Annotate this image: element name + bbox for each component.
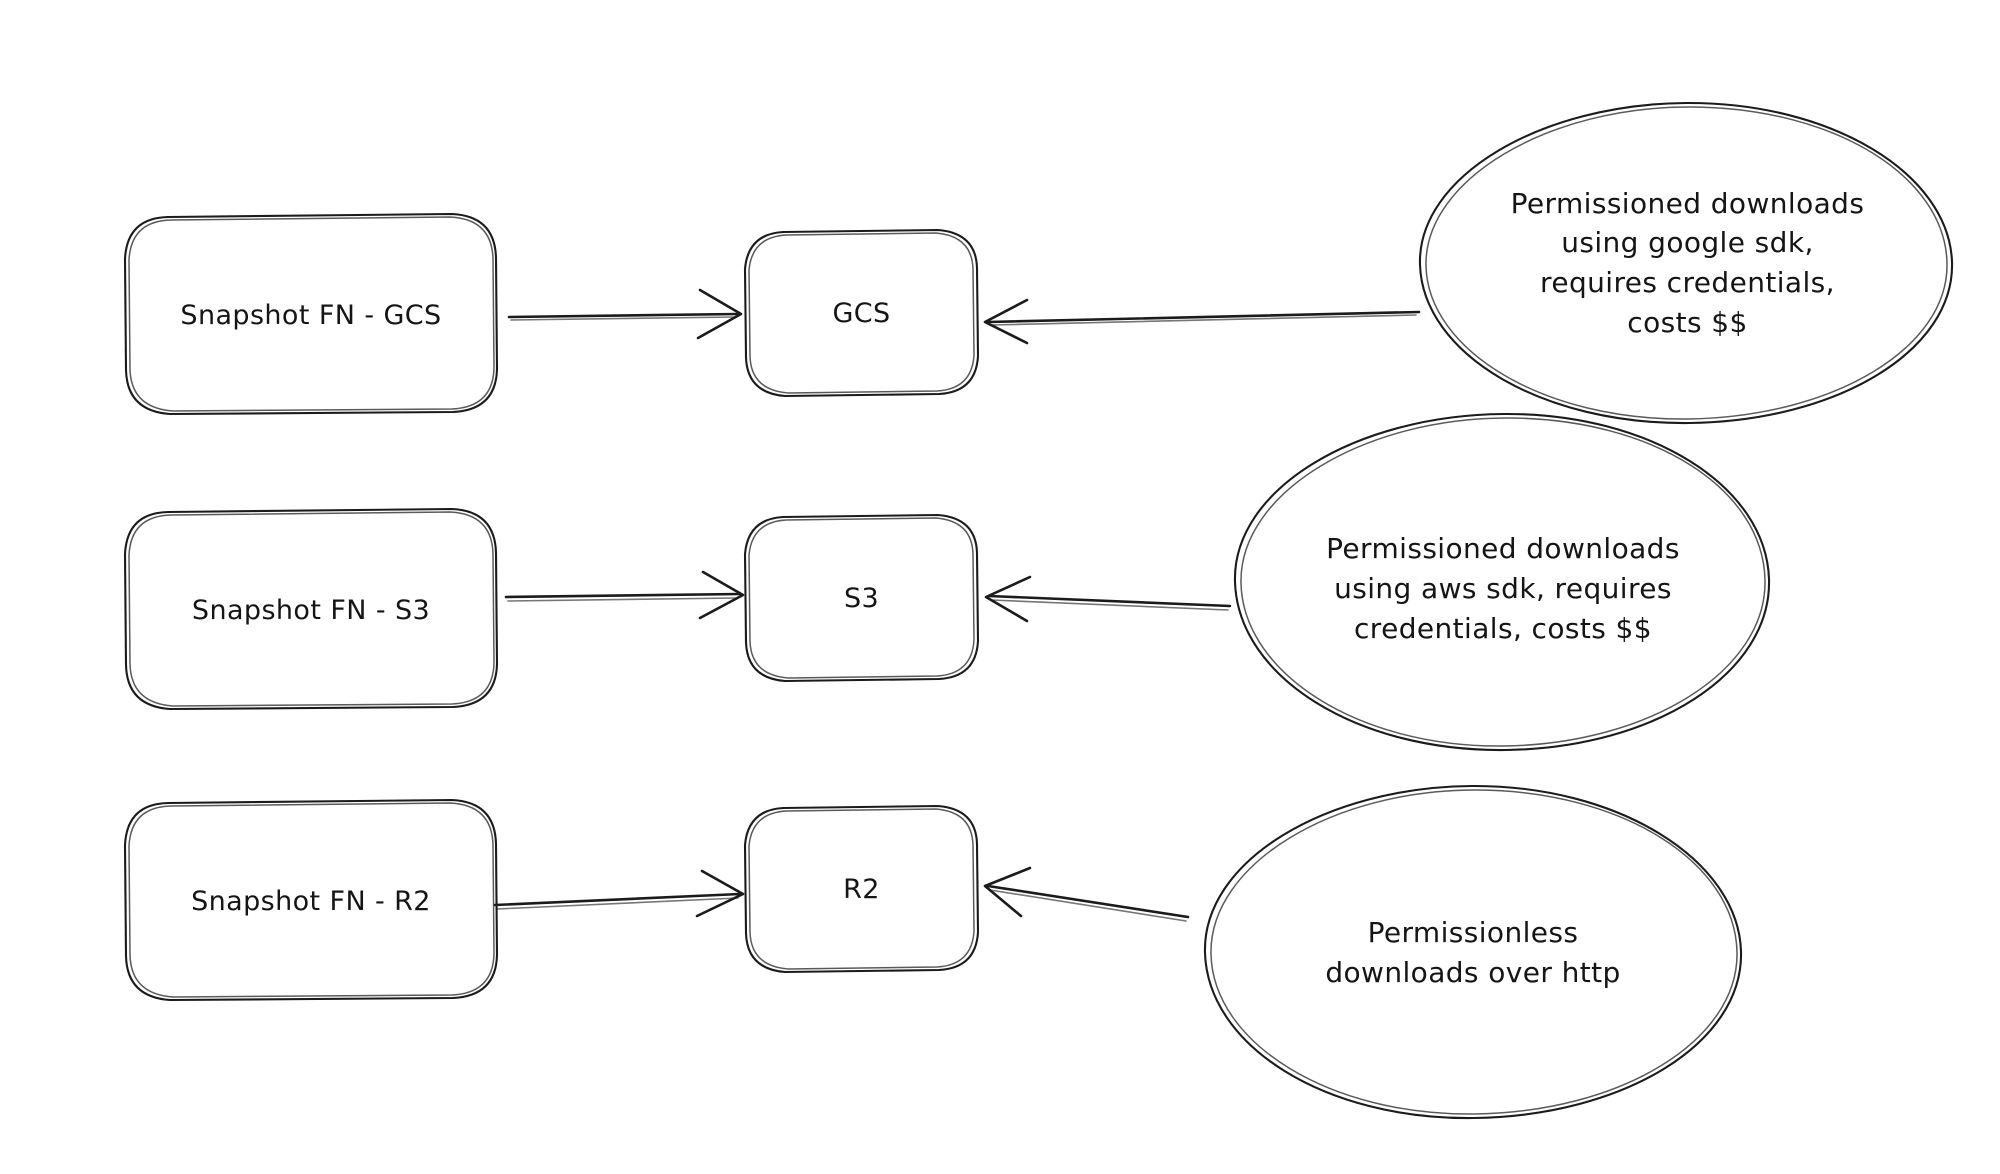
note-bubble-shape-r2[interactable] [1203,784,1743,1120]
note-bubble-shape-s3[interactable] [1233,412,1771,752]
store-node-shape-gcs[interactable] [743,228,980,398]
note-bubble-shape-gcs[interactable] [1418,101,1954,425]
source-node-shape-r2[interactable] [123,798,499,1002]
store-node-shape-s3[interactable] [743,513,980,683]
arrow-source-to-store-gcs [507,288,743,340]
store-node-shape-r2[interactable] [743,804,980,974]
source-node-shape-s3[interactable] [123,507,499,711]
note-bubble-gcs[interactable] [1417,102,1955,425]
arrow-note-to-store-gcs [983,298,1421,345]
store-node-gcs[interactable] [745,230,978,396]
arrow-source-to-store-r2 [493,869,745,918]
store-node-s3[interactable] [745,515,978,681]
store-node-r2[interactable] [745,806,978,972]
source-node-shape-gcs[interactable] [123,212,499,416]
source-node-r2[interactable] [125,800,497,1000]
arrow-note-to-store-s3 [984,575,1232,623]
arrow-source-to-store-s3 [504,570,745,620]
note-bubble-r2[interactable] [1202,785,1744,1120]
note-bubble-s3[interactable] [1232,413,1772,752]
source-node-gcs[interactable] [125,214,497,414]
arrow-note-to-store-r2 [983,866,1190,922]
source-node-s3[interactable] [125,509,497,709]
